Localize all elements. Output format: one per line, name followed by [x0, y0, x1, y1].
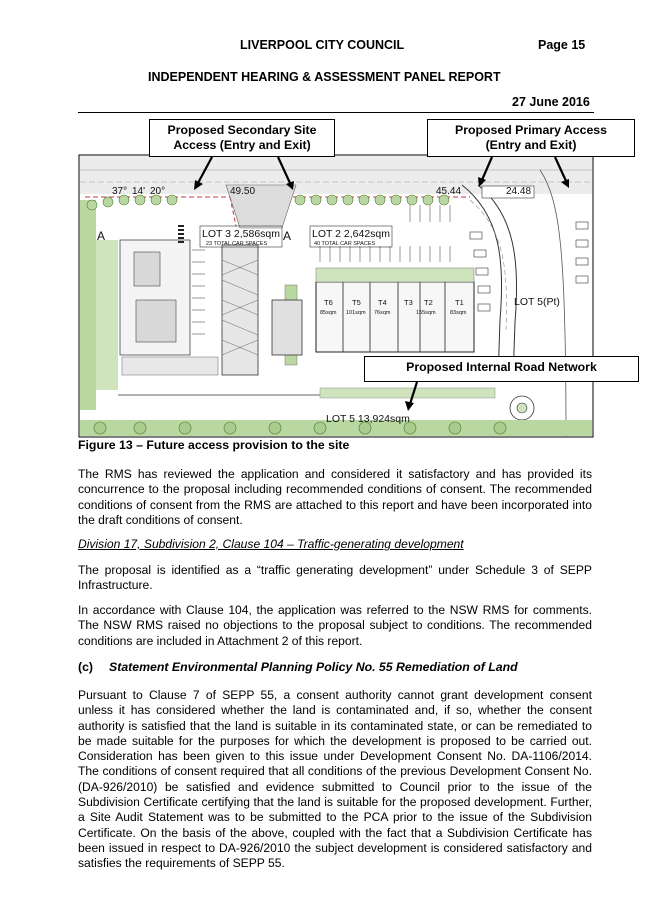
section-title: Statement Environmental Planning Policy … [109, 660, 518, 674]
report-date: 27 June 2016 [512, 95, 590, 109]
callout-primary-line1: Proposed Primary Access [455, 123, 607, 137]
dim-14: 14' [132, 186, 145, 197]
callout-secondary-line1: Proposed Secondary Site [167, 123, 317, 137]
report-title: INDEPENDENT HEARING & ASSESSMENT PANEL R… [148, 70, 501, 84]
council-name: LIVERPOOL CITY COUNCIL [240, 38, 405, 52]
section-heading-sepp55: (c) Statement Environmental Planning Poli… [78, 660, 518, 674]
tenancy-t1-area: 83sqm [450, 310, 467, 316]
callout-secondary-line2: Access (Entry and Exit) [173, 138, 311, 152]
tenancy-t2-area: 155sqm [416, 310, 436, 316]
tenancy-t6-name: T6 [324, 298, 333, 307]
lot5pt-label: LOT 5(Pt) [514, 296, 560, 308]
lot3-spaces: 23 TOTAL CAR SPACES [206, 241, 267, 247]
section-number: (c) [78, 660, 94, 674]
tenancy-t1-name: T1 [455, 298, 464, 307]
marker-a-left: A [97, 229, 105, 243]
paragraph-rms-review: The RMS has reviewed the application and… [78, 467, 592, 527]
paragraph-traffic-generating: The proposal is identified as a “traffic… [78, 563, 592, 593]
callout-secondary-access: Proposed Secondary Site Access (Entry an… [149, 119, 335, 157]
lot5-label: LOT 5 13,924sqm [326, 413, 410, 425]
dim-37: 37° [112, 186, 127, 197]
paragraph-sepp55: Pursuant to Clause 7 of SEPP 55, a conse… [78, 688, 592, 871]
lot2-label: LOT 2 2,642sqm [312, 228, 390, 240]
callout-primary-line2: (Entry and Exit) [485, 138, 577, 152]
dim-2448: 24.48 [506, 186, 531, 197]
callout-internal-text: Proposed Internal Road Network [406, 360, 597, 374]
figure-caption: Figure 13 – Future access provision to t… [78, 438, 350, 452]
lot3-label: LOT 3 2,586sqm [202, 228, 280, 240]
tenancy-t3-name: T3 [404, 298, 413, 307]
callout-primary-access: Proposed Primary Access (Entry and Exit) [427, 119, 635, 157]
tenancy-t5-area: 101sqm [346, 310, 366, 316]
tenancy-t5-name: T5 [352, 298, 361, 307]
subheading-clause-104: Division 17, Subdivision 2, Clause 104 –… [78, 537, 464, 551]
header-rule [78, 112, 594, 113]
callout-internal-road: Proposed Internal Road Network [364, 356, 639, 382]
tenancy-t6-area: 85sqm [320, 310, 337, 316]
tenancy-t2-name: T2 [424, 298, 433, 307]
dim-4950: 49.50 [230, 186, 255, 197]
page-number: Page 15 [538, 38, 586, 52]
paragraph-clause-104: In accordance with Clause 104, the appli… [78, 603, 592, 648]
lot2-spaces: 40 TOTAL CAR SPACES [314, 241, 375, 247]
dim-20: 20° [150, 186, 165, 197]
tenancy-t4-name: T4 [378, 298, 387, 307]
tenancy-t4-area: 76sqm [374, 310, 391, 316]
marker-a-mid: A [283, 229, 291, 243]
dim-4544: 45.44 [436, 186, 461, 197]
